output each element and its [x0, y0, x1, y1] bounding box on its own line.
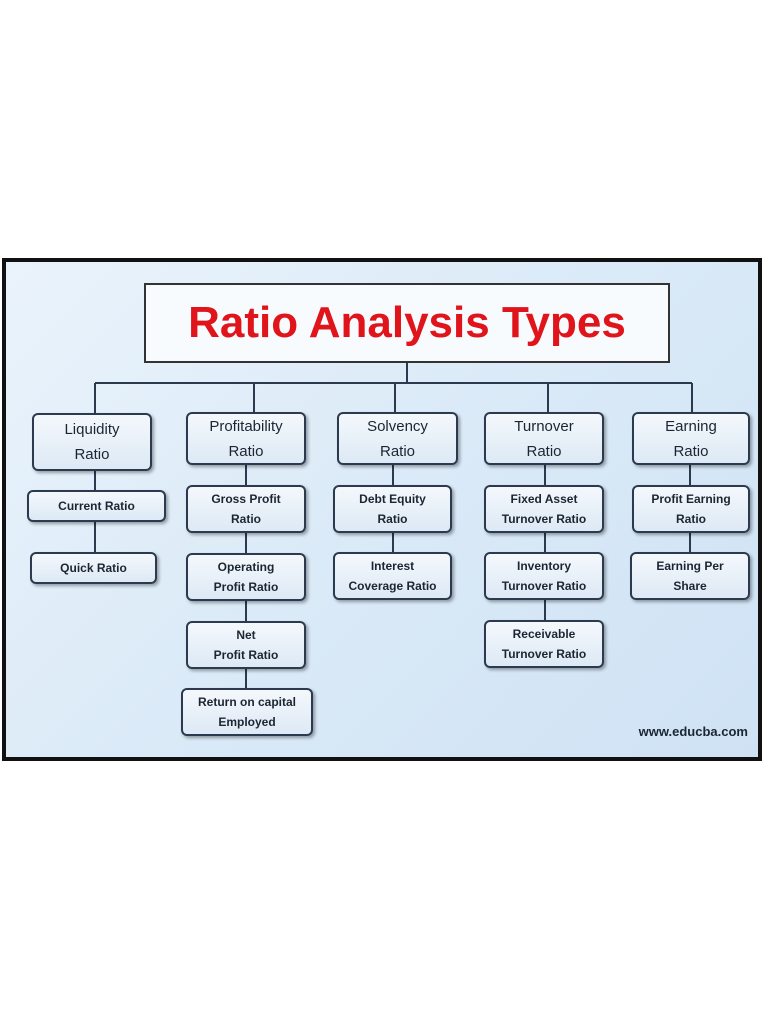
category-earning-ratio: Earning Ratio [632, 412, 750, 465]
title-box: Ratio Analysis Types [144, 283, 670, 363]
diagram-title: Ratio Analysis Types [188, 298, 626, 347]
category-profitability-ratio: Profitability Ratio [186, 412, 306, 465]
node-earning-per-share: Earning Per Share [630, 552, 750, 600]
node-gross-profit-ratio: Gross Profit Ratio [186, 485, 306, 533]
node-fixed-asset-turnover-ratio: Fixed Asset Turnover Ratio [484, 485, 604, 533]
node-debt-equity-ratio: Debt Equity Ratio [333, 485, 452, 533]
node-inventory-turnover-ratio: Inventory Turnover Ratio [484, 552, 604, 600]
category-turnover-ratio: Turnover Ratio [484, 412, 604, 465]
node-profit-earning-ratio: Profit Earning Ratio [632, 485, 750, 533]
node-interest-coverage-ratio: Interest Coverage Ratio [333, 552, 452, 600]
source-watermark: www.educba.com [638, 724, 748, 739]
category-solvency-ratio: Solvency Ratio [337, 412, 458, 465]
node-quick-ratio: Quick Ratio [30, 552, 157, 584]
node-receivable-turnover-ratio: Receivable Turnover Ratio [484, 620, 604, 668]
node-return-on-capital-employed: Return on capital Employed [181, 688, 313, 736]
node-net-profit-ratio: Net Profit Ratio [186, 621, 306, 669]
node-current-ratio: Current Ratio [27, 490, 166, 522]
node-operating-profit-ratio: Operating Profit Ratio [186, 553, 306, 601]
category-liquidity-ratio: Liquidity Ratio [32, 413, 152, 471]
